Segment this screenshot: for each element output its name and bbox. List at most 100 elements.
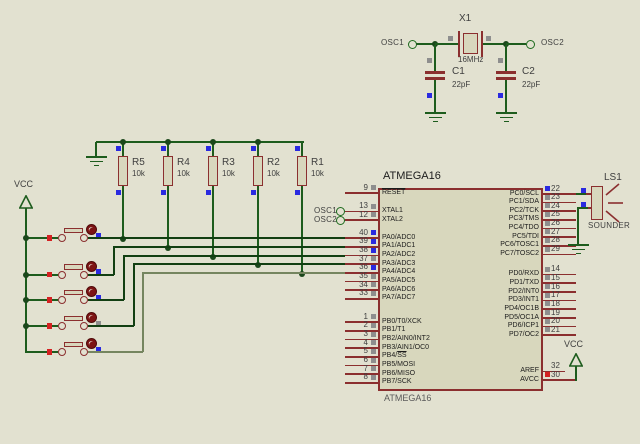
sounder-ref-label: LS1 — [604, 172, 622, 183]
pin-stub-PD4OC1B — [543, 308, 576, 311]
state-marker-square — [448, 36, 453, 41]
pin-number: 8 — [363, 372, 368, 382]
vcc-right-label: VCC — [564, 339, 584, 349]
pin-stub-PA1ADC1 — [345, 245, 378, 248]
pin-marker — [545, 327, 550, 333]
pin-stub-PB4SS — [345, 355, 378, 358]
pin-number: 26 — [551, 218, 560, 228]
pin-marker — [370, 322, 376, 328]
osc1-chip-terminal-label: OSC1 — [314, 206, 337, 215]
button-handle-square — [46, 323, 52, 329]
pin-number: 36 — [359, 262, 368, 272]
button-terminal — [80, 270, 88, 279]
pin-label: PB4/SS — [382, 352, 407, 360]
pin-number: 13 — [359, 201, 368, 211]
pin-number: 32 — [551, 361, 560, 371]
pin-marker — [370, 366, 376, 372]
junction-dot — [165, 139, 171, 145]
pin-marker — [370, 340, 376, 346]
sounder-body — [591, 186, 603, 220]
wire-segment — [113, 246, 115, 275]
state-marker-square — [251, 190, 256, 195]
resistor-ref-label: R3 — [222, 157, 235, 168]
resistor-value-label: 10k — [267, 169, 280, 178]
button-1-actuator[interactable] — [86, 224, 97, 236]
wire-segment — [301, 186, 303, 273]
button-terminal — [80, 296, 88, 305]
state-marker-square — [206, 190, 211, 195]
pin-marker — [545, 194, 550, 200]
pin-marker — [545, 266, 550, 272]
pin-label: PC0/SCL — [509, 189, 539, 197]
wire-segment — [133, 263, 135, 327]
wire-segment — [122, 186, 124, 239]
pin-number: 22 — [551, 183, 560, 193]
pin-stub-PC1SDA — [543, 201, 576, 204]
wire-segment — [25, 351, 58, 353]
button-3-actuator[interactable] — [86, 286, 97, 298]
state-marker-square — [498, 93, 503, 98]
pin-label: PD2/INT0 — [508, 287, 539, 295]
vcc-left-label: VCC — [14, 179, 34, 189]
pin-marker — [545, 310, 550, 315]
pin-marker — [370, 331, 376, 337]
pin-number: 34 — [359, 279, 368, 289]
pin-stub-PD3INT1 — [543, 299, 576, 302]
capacitor-plate — [496, 77, 516, 80]
pin-number: 1 — [363, 311, 368, 321]
button-4-actuator[interactable] — [86, 312, 97, 324]
pin-label: XTAL1 — [382, 207, 403, 215]
pin-marker — [545, 229, 550, 235]
pin-label: AVCC — [520, 375, 539, 383]
wire-segment — [142, 272, 345, 274]
button-2-actuator[interactable] — [86, 260, 97, 272]
state-marker-square — [427, 58, 432, 63]
junction-dot — [23, 235, 29, 242]
sounder-type-label: SOUNDER — [588, 221, 631, 230]
pin-label: PC3/TMS — [508, 215, 539, 223]
c1-value-label: 22pF — [452, 80, 471, 89]
wire-segment — [505, 80, 507, 112]
wire-segment — [578, 207, 588, 209]
pin-marker — [370, 185, 376, 190]
button-handle-square — [46, 297, 52, 303]
wire-segment — [212, 142, 214, 156]
state-marker-square — [161, 146, 166, 151]
pin-marker — [370, 203, 376, 209]
pin-label: PC4/TDO — [508, 224, 539, 232]
pin-marker — [370, 238, 376, 244]
resistor-value-label: 10k — [177, 169, 190, 178]
capacitor-plate — [425, 71, 445, 74]
pin-label: PB6/MISO — [382, 369, 416, 377]
junction-dot — [165, 245, 171, 251]
wire-segment — [586, 207, 591, 209]
pin-label: PA3/ADC3 — [382, 259, 416, 267]
pin-label: PD1/TXD — [509, 278, 539, 286]
junction-dot — [210, 139, 216, 145]
pin-marker — [370, 212, 376, 218]
ground-icon — [495, 112, 517, 114]
resistor-ref-label: R4 — [177, 157, 190, 168]
pin-number: 19 — [551, 307, 560, 317]
button-handle-square — [95, 269, 101, 275]
pin-marker — [545, 292, 550, 298]
pin-number: 25 — [551, 209, 560, 219]
wire-segment — [434, 80, 436, 112]
junction-dot — [23, 323, 29, 330]
button-cap — [64, 315, 83, 322]
state-marker-square — [295, 146, 300, 151]
wire-segment — [25, 273, 58, 276]
button-handle-square — [46, 235, 52, 241]
pin-marker — [370, 256, 376, 262]
mcu-value-label: ATMEGA16 — [384, 393, 432, 403]
pin-stub-PC6TOSC1 — [543, 244, 576, 247]
state-marker-square — [580, 201, 586, 207]
pin-label: PB1/T1 — [382, 326, 406, 334]
button-5-actuator[interactable] — [86, 338, 97, 349]
pin-label: PC6/TOSC1 — [500, 241, 539, 249]
c2-value-label: 22pF — [522, 80, 541, 89]
wire-segment — [113, 246, 345, 248]
pin-label: PC1/SDA — [509, 198, 539, 206]
wire-segment — [88, 237, 345, 240]
